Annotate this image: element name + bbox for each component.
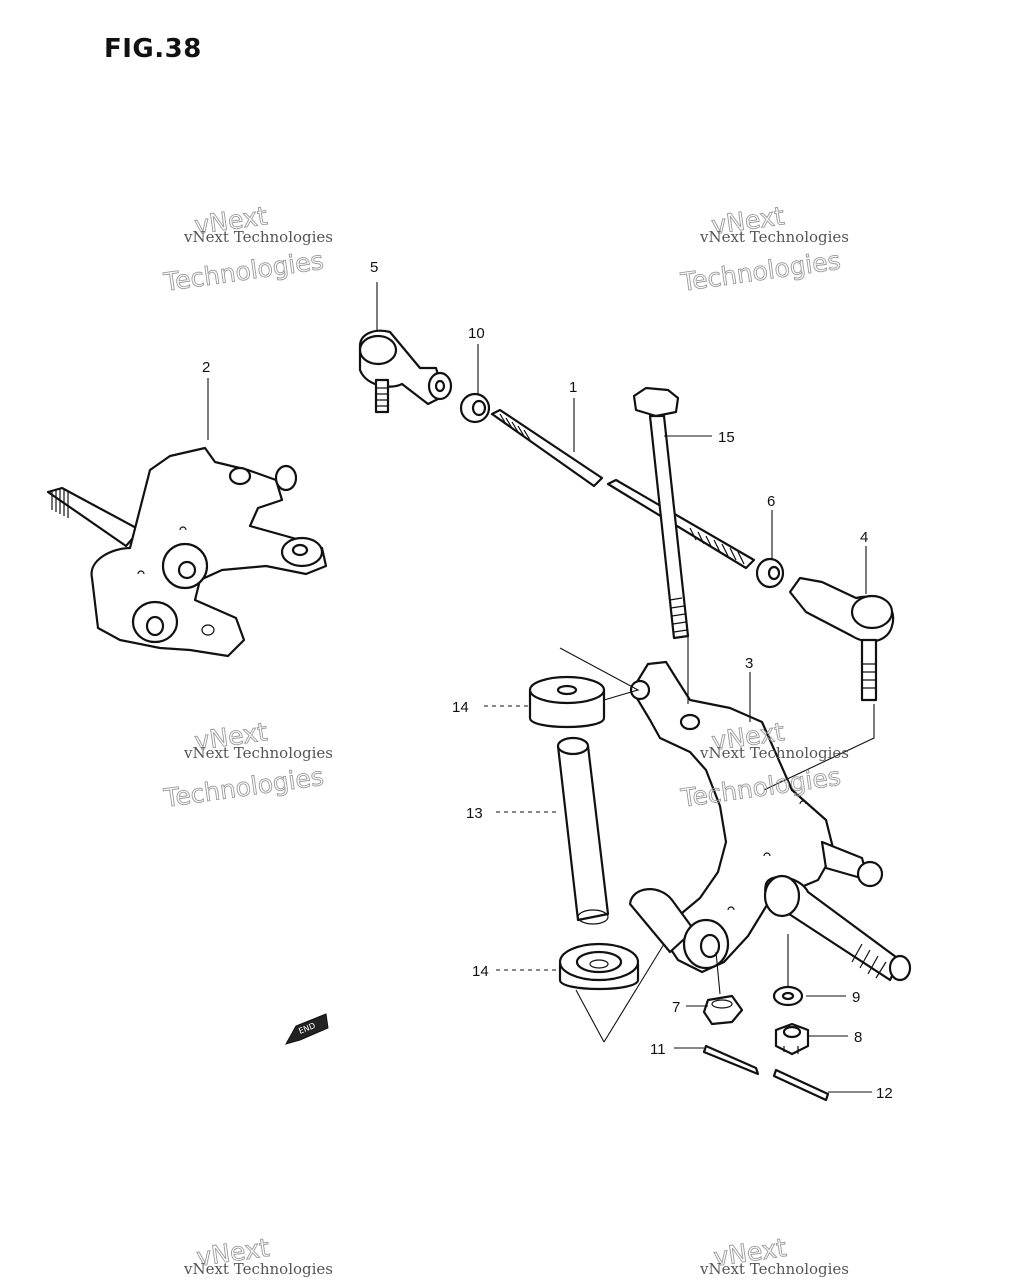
part-15-bolt[interactable] — [632, 386, 690, 640]
callout-2: 2 — [202, 359, 210, 376]
part-7-nut[interactable] — [702, 994, 744, 1026]
part-9-washer[interactable] — [772, 985, 804, 1007]
part-12-cotter-pin[interactable] — [772, 1068, 830, 1102]
figure-title: FIG.38 — [104, 34, 202, 64]
callout-14-upper: 14 — [452, 699, 469, 716]
callout-1: 1 — [569, 379, 577, 396]
part-14-lower-bushing[interactable] — [558, 942, 640, 991]
part-8-castle-nut[interactable] — [774, 1022, 810, 1056]
callout-10: 10 — [468, 325, 485, 342]
callout-13: 13 — [466, 805, 483, 822]
part-11-cotter-pin[interactable] — [702, 1044, 760, 1076]
callout-6: 6 — [767, 493, 775, 510]
watermark-line2: Technologies — [161, 246, 325, 297]
callout-4: 4 — [860, 529, 868, 546]
watermark-caption: vNext Technologies — [183, 228, 333, 246]
part-5-tie-rod-end[interactable] — [358, 329, 453, 414]
watermark-caption: vNext Technologies — [183, 744, 333, 762]
part-14-upper-bushing[interactable] — [528, 675, 606, 729]
watermark-caption: vNext Technologies — [699, 228, 849, 246]
callout-5: 5 — [370, 259, 378, 276]
end-arrow-icon: END — [284, 1013, 329, 1045]
callout-3: 3 — [745, 655, 753, 672]
callout-9: 9 — [852, 989, 860, 1006]
callout-15: 15 — [718, 429, 735, 446]
part-6-nut[interactable] — [755, 557, 785, 589]
callout-14-lower: 14 — [472, 963, 489, 980]
watermark-line2: Technologies — [678, 246, 842, 297]
part-4-tie-rod-end[interactable] — [788, 576, 895, 702]
part-3-steering-arm[interactable] — [628, 660, 912, 982]
part-1-tie-rod[interactable] — [490, 408, 756, 570]
part-10-lock-nut[interactable] — [459, 392, 491, 424]
part-13-spacer-tube[interactable] — [556, 736, 610, 925]
callout-8: 8 — [854, 1029, 862, 1046]
watermark-caption: vNext Technologies — [699, 1260, 849, 1278]
leader-lines — [207, 282, 875, 1093]
callout-7: 7 — [672, 999, 680, 1016]
watermark-caption: vNext Technologies — [699, 744, 849, 762]
watermark-caption: vNext Technologies — [183, 1260, 333, 1278]
part-2-knuckle-arm[interactable] — [46, 446, 328, 658]
watermark-line2: Technologies — [161, 762, 325, 813]
callout-labels: 5 10 1 15 6 4 2 3 14 13 14 7 9 8 11 12 — [202, 259, 893, 1102]
callout-12: 12 — [876, 1085, 893, 1102]
callout-11: 11 — [650, 1041, 666, 1058]
